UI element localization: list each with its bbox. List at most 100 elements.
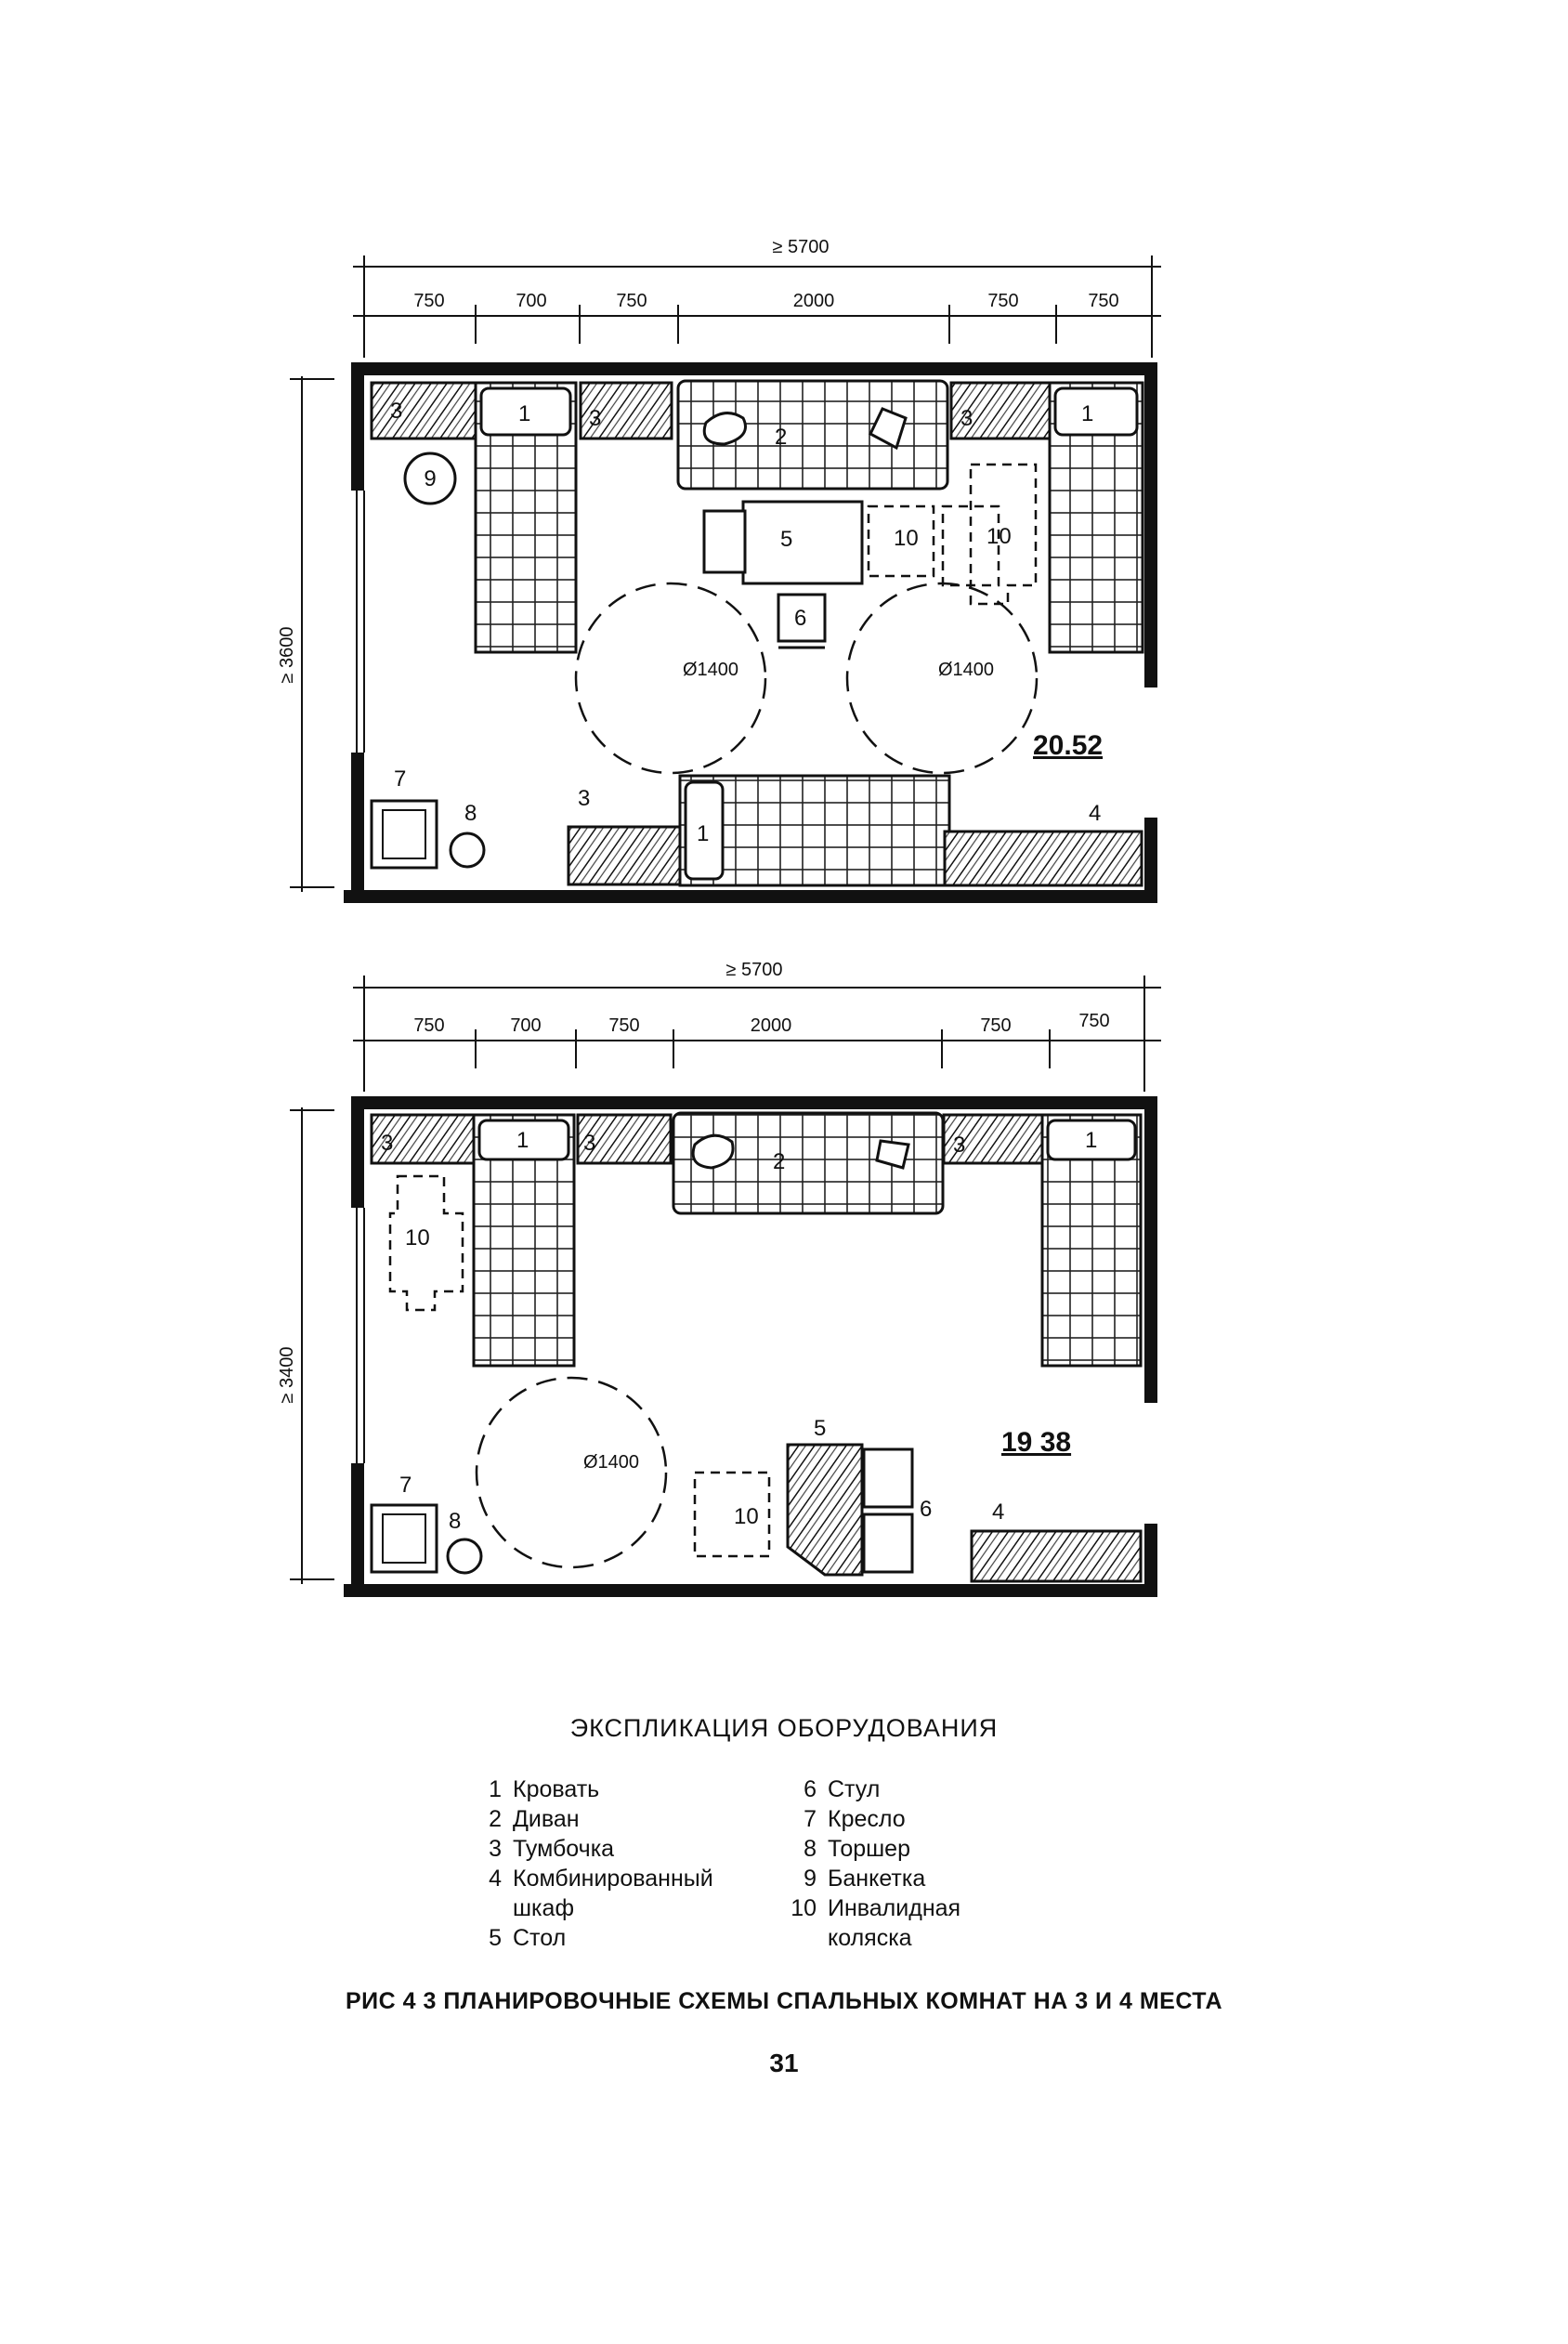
legend-item: 5 Стол (470, 1923, 713, 1953)
plan-1-overall-width: ≥ 5700 (772, 237, 829, 257)
plan-1-dim-1: 750 (413, 291, 444, 311)
plan-1-wheelchair (867, 463, 1038, 606)
legend-item: 6 Стул (785, 1774, 960, 1804)
plan-1-label-bed: 1 (1081, 401, 1093, 426)
plan-2-label-sofa: 2 (773, 1149, 785, 1174)
plan-2-label-table: 5 (814, 1416, 826, 1441)
legend-item-number: 7 (804, 1806, 817, 1832)
legend-item-text: шкаф (513, 1895, 575, 1921)
plan-2-nightstand (942, 1113, 1046, 1165)
plan-2-overall-width: ≥ 5700 (725, 960, 782, 980)
legend-item-text: Банкетка (828, 1866, 926, 1892)
plan-2-label-armchair: 7 (399, 1473, 412, 1498)
legend-item: шкаф (470, 1893, 713, 1923)
plan-2-nightstand (576, 1113, 673, 1165)
plan-2-label-wheelchair: 10 (405, 1225, 430, 1251)
plan-2-label-nightstand: 3 (953, 1133, 965, 1158)
plan-1-label-wheelchair: 10 (894, 526, 919, 551)
plan-1-bed-bottom (678, 774, 951, 887)
plan-1-bench (403, 452, 457, 505)
plan-2-label-wardrobe: 4 (992, 1499, 1004, 1525)
plan-2-room-area: 19 38 (1001, 1427, 1071, 1458)
legend-item-number (470, 1893, 502, 1923)
plan-2-label-nightstand: 3 (381, 1131, 393, 1156)
plan-1-dim-2: 700 (516, 291, 546, 311)
plan-1-label-sofa: 2 (775, 425, 787, 450)
legend-item-text: коляска (828, 1925, 912, 1951)
figure-caption: РИС 4 3 ПЛАНИРОВОЧНЫЕ СХЕМЫ СПАЛЬНЫХ КОМ… (345, 1988, 1222, 2014)
plan-2-circle-diameter: Ø1400 (583, 1452, 639, 1473)
plan-1-label-nightstand: 3 (578, 786, 590, 811)
plan-2-table (786, 1443, 864, 1577)
legend-item: 7 Кресло (785, 1804, 960, 1834)
plan-2-bed-right (1040, 1113, 1143, 1368)
plan-2-dimensions (290, 976, 1161, 1584)
plan-1-label-nightstand: 3 (589, 406, 601, 431)
plan-1-table-chair (702, 509, 747, 574)
plan-2-sofa (672, 1111, 945, 1215)
legend-item-text: Комбинированный (513, 1866, 713, 1892)
plan-2-room-height: ≥ 3400 (277, 1346, 297, 1403)
plan-2-armchair (370, 1503, 438, 1574)
plan-1-turning-circle (574, 582, 767, 775)
plan-1-circle-diameter: Ø1400 (938, 660, 994, 680)
legend-item-number: 9 (804, 1866, 817, 1892)
legend-item-text: Тумбочка (513, 1836, 615, 1862)
plan-1-room-height: ≥ 3600 (277, 626, 297, 683)
legend-item-text: Кровать (513, 1776, 600, 1802)
legend-item: 9 Банкетка (785, 1864, 960, 1893)
plan-2-label-bed: 1 (516, 1128, 529, 1153)
legend-item-number: 8 (804, 1836, 817, 1862)
plan-1-nightstand (579, 381, 673, 440)
legend-item-number: 3 (489, 1836, 502, 1862)
plan-1-label-table: 5 (780, 527, 792, 552)
plan-2: ≥ 5700 750 700 750 2000 750 750 ≥ 3400 (277, 960, 1161, 1597)
plan-1-table (741, 500, 864, 585)
plan-1-dim-6: 750 (1088, 291, 1118, 311)
plan-1-bed-right (1048, 381, 1144, 654)
legend-item-number: 4 (489, 1866, 502, 1892)
plan-2-wardrobe (970, 1529, 1143, 1583)
legend-item: 8 Торшер (785, 1834, 960, 1864)
plan-1-dim-5: 750 (987, 291, 1018, 311)
legend-item-text: Стул (828, 1776, 881, 1802)
plan-2-dim-4: 2000 (751, 1015, 792, 1036)
plan-1: ≥ 5700 750 700 750 2000 750 750 ≥ 3600 (277, 237, 1161, 903)
plan-1-sofa (676, 379, 949, 491)
plan-2-dim-1: 750 (413, 1015, 444, 1036)
plan-1-label-armchair: 7 (394, 766, 406, 792)
plan-1-label-floor-lamp: 8 (464, 801, 477, 826)
legend-item-number: 5 (489, 1925, 502, 1951)
plan-1-armchair (370, 799, 438, 870)
plan-2-dim-2: 700 (510, 1015, 541, 1036)
plan-2-wheelchair (388, 1174, 771, 1558)
legend-item-text: Торшер (828, 1836, 910, 1862)
legend-item-number: 10 (791, 1895, 817, 1921)
plan-2-label-nightstand: 3 (583, 1131, 595, 1156)
legend-item-text: Стол (513, 1925, 567, 1951)
plan-1-label-bed: 1 (697, 821, 709, 846)
plan-1-label-bench: 9 (424, 466, 436, 491)
plan-1-nightstand (567, 825, 682, 886)
plan-2-label-floor-lamp: 8 (449, 1509, 461, 1534)
legend-item-number: 6 (804, 1776, 817, 1802)
plan-2-label-bed: 1 (1085, 1128, 1097, 1153)
plan-2-window (356, 1208, 365, 1463)
plan-2-dim-6: 750 (1078, 1011, 1109, 1031)
plan-1-nightstand (370, 381, 477, 440)
plan-2-bed-left (472, 1113, 576, 1368)
plan-1-dim-4: 2000 (793, 291, 835, 311)
legend-item-number: 2 (489, 1806, 502, 1832)
plan-2-walls (344, 1096, 1157, 1597)
plan-2-dim-3: 750 (608, 1015, 639, 1036)
legend-item-number (785, 1923, 817, 1953)
plan-2-chair (862, 1447, 914, 1509)
plan-1-window (356, 491, 365, 753)
plan-1-turning-circle (845, 582, 1039, 775)
legend-item-text: Кресло (828, 1806, 906, 1832)
